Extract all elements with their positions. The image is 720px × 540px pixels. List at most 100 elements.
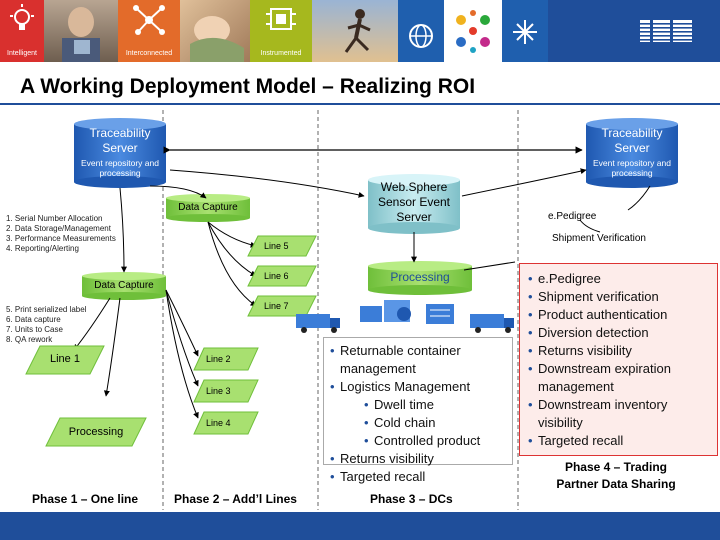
line2-label: Line 2 — [206, 354, 231, 364]
phase3-benefits-box: Returnable container management Logistic… — [323, 337, 513, 486]
banner-tile-photo-runner — [312, 0, 398, 62]
websphere-to-server-arrow — [461, 168, 587, 197]
server-to-epedigree-link — [627, 185, 651, 211]
line4-shape — [193, 411, 259, 435]
websphere-cylinder — [368, 174, 460, 234]
line1-shape — [25, 345, 105, 375]
line7-label: Line 7 — [264, 301, 289, 311]
traceability-server-right-cylinder — [586, 118, 678, 188]
server-to-mid-capture-link — [119, 187, 127, 273]
phase4-item: Product authentication — [528, 306, 713, 324]
traceability-server-right-subtitle: Event repository and processing — [593, 158, 671, 178]
capture-line3-link — [165, 289, 199, 387]
banner-caption: Instrumented — [260, 50, 302, 57]
ibm-logo-icon — [638, 20, 694, 42]
traceability-server-left-cylinder — [74, 118, 166, 188]
intelligent-icon — [10, 4, 34, 30]
left-steps-list-2: 5. Print serialized label 6. Data captur… — [6, 305, 86, 345]
capture-line6-link — [207, 221, 257, 277]
shipment-verification-label: Shipment Verification — [552, 233, 646, 244]
capture-line2-link — [165, 289, 199, 357]
left-steps-list-1: 1. Serial Number Allocation 2. Data Stor… — [6, 214, 116, 254]
phase3-item: Dwell time — [330, 396, 508, 414]
phase4-title: Phase 4 – Trading Partner Data Sharing — [556, 460, 676, 491]
phase4-item: Shipment verification — [528, 288, 713, 306]
phase4-item: Downstream inventory — [528, 396, 713, 414]
starburst-icon — [513, 20, 537, 44]
phase2-title: Phase 2 – Add’l Lines — [174, 492, 297, 506]
line5-label: Line 5 — [264, 241, 289, 251]
line6-label: Line 6 — [264, 271, 289, 281]
step-1: 1. Serial Number Allocation — [6, 214, 103, 223]
banner-tile-interconnected: Interconnected — [118, 0, 180, 62]
banner-tile-photo-baby — [180, 0, 250, 62]
line6-shape — [247, 265, 317, 287]
banner-tile-burst — [444, 0, 502, 62]
capture-processing-link — [103, 297, 121, 397]
capture-line7-link — [207, 221, 257, 307]
traceability-server-right-title: Traceability Server — [601, 126, 663, 155]
capture-line5-link — [207, 221, 257, 248]
server-to-capture-arrow — [149, 185, 207, 199]
websphere-label: Web.Sphere Sensor Event Server — [377, 180, 451, 224]
phase3-item: management — [340, 361, 416, 376]
phase4-item: e.Pedigree — [528, 270, 713, 288]
phase3-item: Returnable container — [330, 342, 508, 360]
burst-icon — [456, 10, 490, 53]
traceability-server-left-title: Traceability Server — [89, 126, 151, 155]
processing-center-label: Processing — [390, 270, 450, 284]
phase4-item: management — [538, 379, 614, 394]
banner-tile-starburst — [502, 0, 548, 62]
line2-shape — [193, 347, 259, 371]
phase3-item: Returns visibility — [330, 450, 508, 468]
step-4: 4. Reporting/Alerting — [6, 244, 79, 253]
warehouse-icon — [360, 300, 454, 324]
chip-icon — [266, 8, 296, 30]
server-to-websphere-arrow — [169, 169, 365, 198]
phase3-item: Targeted recall — [330, 468, 508, 486]
step-5: 5. Print serialized label — [6, 305, 87, 314]
phase3-item: Controlled product — [330, 432, 508, 450]
step-3: 3. Performance Measurements — [6, 234, 116, 243]
data-capture-top-label: Data Capture — [178, 202, 238, 213]
banner-caption: Intelligent — [7, 50, 37, 57]
network-icon — [133, 5, 165, 35]
phase4-item: Targeted recall — [528, 432, 713, 450]
phase3-item: Cold chain — [330, 414, 508, 432]
traceability-server-left-subtitle: Event repository and processing — [81, 158, 159, 178]
footer-bar — [0, 512, 720, 540]
epedigree-label: e.Pedigree — [548, 211, 597, 222]
page-title: A Working Deployment Model – Realizing R… — [20, 75, 476, 98]
title-divider — [0, 103, 720, 105]
line4-label: Line 4 — [206, 418, 231, 428]
banner-tile-instrumented: Instrumented — [250, 0, 312, 62]
runner-photo-icon — [344, 9, 371, 53]
person-photo-icon — [62, 7, 100, 62]
phase3-benefits-list: Returnable container management Logistic… — [324, 338, 512, 486]
phase1-processing-label: Processing — [68, 426, 124, 438]
sleeping-baby-photo-icon — [190, 16, 244, 62]
globe-icon — [409, 24, 433, 48]
processing-to-dc-link — [463, 261, 516, 271]
phase1-processing-shape — [45, 417, 147, 447]
processing-center-cylinder — [368, 261, 472, 295]
phase4-benefits-box: e.Pedigree Shipment verification Product… — [519, 263, 718, 456]
step-6: 6. Data capture — [6, 315, 61, 324]
step-2: 2. Data Storage/Management — [6, 224, 111, 233]
step-8: 8. QA rework — [6, 335, 53, 344]
line5-shape — [247, 235, 317, 257]
phase4-benefits-list: e.Pedigree Shipment verification Product… — [520, 264, 717, 450]
header-banner: Intelligent Interconnected — [0, 0, 720, 62]
capture-line4-link — [165, 289, 199, 419]
data-capture-top-cylinder — [166, 194, 250, 222]
phase4-item: Diversion detection — [528, 324, 713, 342]
step-7: 7. Units to Case — [6, 325, 63, 334]
phase4-item: Downstream expiration — [528, 360, 713, 378]
phase1-line1-label: Line 1 — [50, 353, 80, 365]
line3-label: Line 3 — [206, 386, 231, 396]
epedigree-to-shipment-link — [579, 219, 601, 233]
truck-left-icon — [296, 314, 340, 333]
data-capture-mid-cylinder — [82, 272, 166, 300]
banner-tile-photo-person — [44, 0, 118, 62]
data-capture-mid-label: Data Capture — [94, 280, 154, 291]
